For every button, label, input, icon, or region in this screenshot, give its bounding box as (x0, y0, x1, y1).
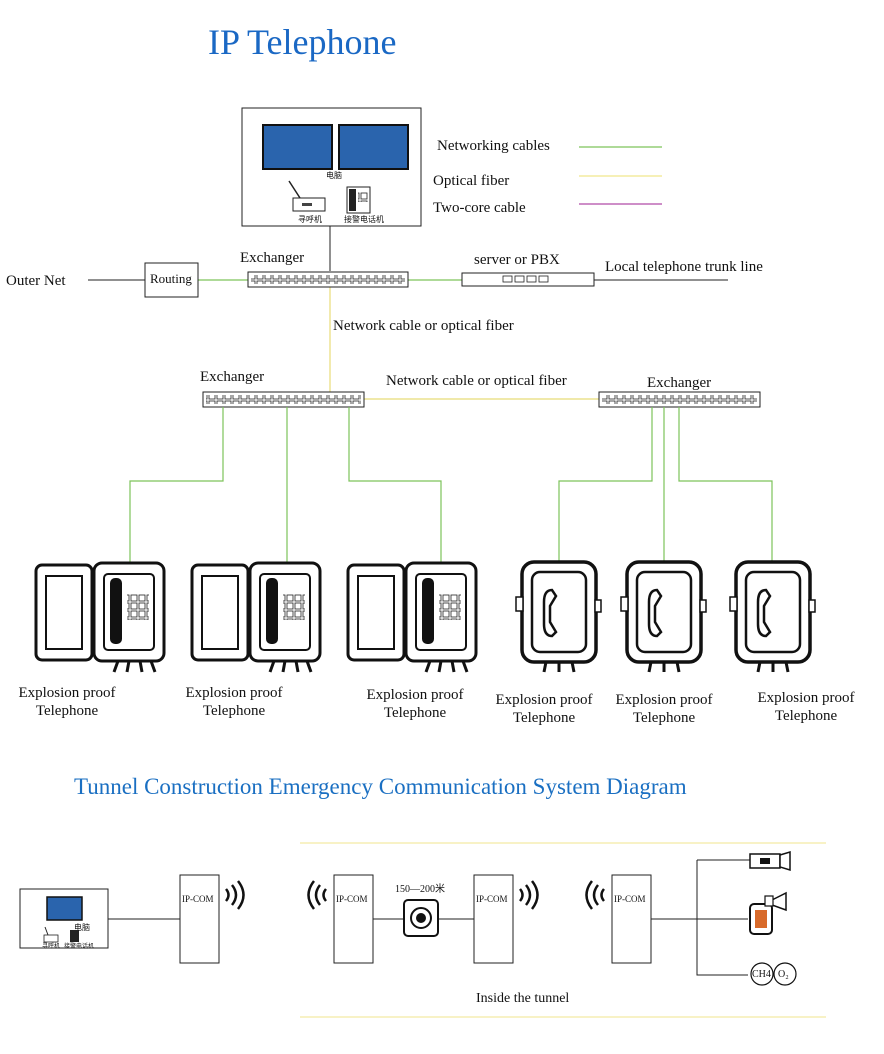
control-room (241, 107, 422, 227)
top-network-lines (88, 226, 728, 400)
telephone-caption-5: Explosion proof Telephone (605, 691, 723, 727)
telephone-closed-1 (515, 560, 602, 673)
exchanger-right-label: Exchanger (647, 375, 712, 391)
wireless-signal-icon (518, 880, 539, 910)
phone-network-lines (129, 407, 773, 565)
backbone-vertical-label: Network cable or optical fiber (333, 318, 514, 334)
phone-with-horn-icon (749, 891, 787, 935)
camera-icon (749, 850, 791, 872)
ipcom-label-4: IP-COM (614, 894, 646, 904)
routing-label: Routing (150, 271, 192, 286)
legend-networking-label: Networking cables (437, 138, 550, 154)
telephone-caption-line1: Explosion proof (185, 685, 283, 701)
ipcom-label-2: IP-COM (336, 894, 368, 904)
telephone-caption-line2: Telephone (202, 703, 266, 719)
inside-tunnel-label: Inside the tunnel (476, 991, 570, 1006)
telephone-caption-line1: Explosion proof (615, 692, 713, 708)
server-pbx (461, 272, 595, 287)
monitor-right (338, 124, 409, 170)
page-title: IP Telephone (208, 22, 397, 62)
legend-two-core-label: Two-core cable (433, 200, 526, 216)
exchanger-left (202, 391, 365, 408)
telephone-caption-line1: Explosion proof (18, 685, 116, 701)
monitor-left (262, 124, 333, 170)
tunnel-telephone (403, 899, 439, 937)
routing-box (144, 262, 199, 298)
outer-net-label: Outer Net (6, 273, 66, 289)
tunnel-pager-caption: 寻呼机 (42, 944, 61, 950)
telephone-caption-4: Explosion proof Telephone (485, 691, 603, 727)
pager-icon (288, 180, 326, 212)
ipcom-unit-3 (473, 874, 514, 964)
telephone-caption-line2: Telephone (512, 710, 576, 726)
legend (579, 146, 662, 205)
pager-caption: 寻呼机 (298, 215, 322, 224)
telephone-caption-line2: Telephone (35, 703, 99, 719)
telephone-open-2 (190, 561, 322, 673)
ipcom-unit-1 (179, 874, 220, 964)
trunk-line-label: Local telephone trunk line (605, 259, 763, 275)
telephone-caption-line2: Telephone (774, 708, 838, 724)
exchanger-left-label: Exchanger (200, 369, 265, 385)
telephone-caption-1: Explosion proof Telephone (8, 684, 126, 720)
ipcom-unit-2 (333, 874, 374, 964)
backbone-horizontal-label: Network cable or optical fiber (386, 373, 567, 389)
alarm-phone-icon (346, 186, 371, 214)
ch4-sensor-label: CH4 (752, 969, 771, 980)
telephone-caption-line1: Explosion proof (757, 690, 855, 706)
ipcom-label-3: IP-COM (476, 894, 508, 904)
wireless-signal-icon (307, 880, 328, 910)
wireless-signal-icon (585, 880, 606, 910)
tunnel-diagram (19, 842, 826, 1018)
computer-caption: 电脑 (326, 171, 342, 180)
ipcom-label-1: IP-COM (182, 894, 214, 904)
legend-optical-label: Optical fiber (433, 173, 510, 189)
wireless-signal-icon (224, 880, 245, 910)
tunnel-computer-caption: 电脑 (74, 923, 90, 932)
telephone-closed-3 (729, 560, 816, 673)
telephone-caption-3: Explosion proof Telephone (356, 686, 474, 722)
telephone-closed-2 (620, 560, 707, 673)
telephone-caption-2: Explosion proof Telephone (175, 684, 293, 720)
telephone-caption-line2: Telephone (632, 710, 696, 726)
exchanger-right (598, 391, 761, 408)
tunnel-diagram-title: Tunnel Construction Emergency Communicat… (74, 774, 687, 799)
distance-label: 150—200米 (395, 884, 445, 895)
telephone-open-1 (34, 561, 166, 673)
alarm-phone-caption: 接警电话机 (344, 215, 384, 224)
gas-sensor-icon (750, 962, 797, 986)
telephone-caption-line1: Explosion proof (495, 692, 593, 708)
o2-sensor-label: O₂ (778, 969, 789, 980)
telephone-caption-line2: Telephone (383, 705, 447, 721)
telephone-open-3 (346, 561, 478, 673)
ipcom-unit-4 (611, 874, 652, 964)
exchanger-top (247, 271, 409, 288)
tunnel-control-panel (19, 888, 109, 949)
exchanger-top-label: Exchanger (240, 250, 305, 266)
telephone-caption-6: Explosion proof Telephone (747, 689, 865, 725)
tunnel-phone-caption: 接警电话机 (64, 944, 95, 950)
server-label: server or PBX (474, 252, 560, 268)
telephone-caption-line1: Explosion proof (366, 687, 464, 703)
